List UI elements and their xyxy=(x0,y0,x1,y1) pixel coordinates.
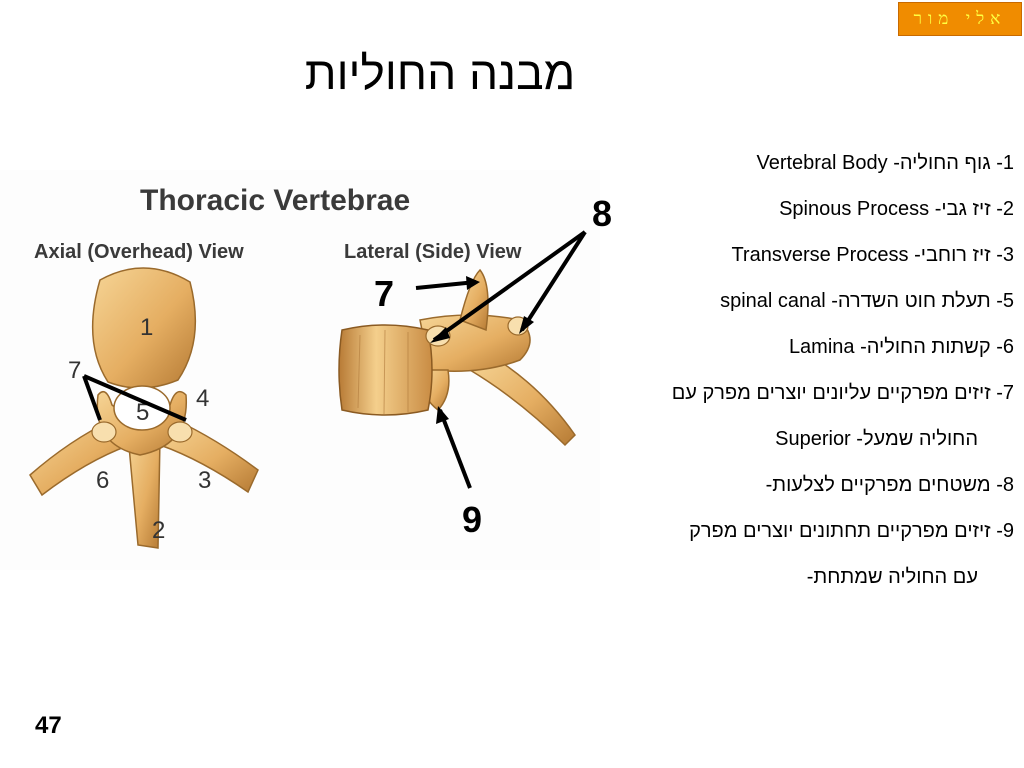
vertebral-body-lateral xyxy=(338,324,433,416)
legend-item-2: 2- זיז גבי- Spinous Process xyxy=(779,198,1014,220)
figure-heading: Thoracic Vertebrae xyxy=(140,184,410,217)
facet-right xyxy=(167,421,193,443)
vertebrae-illustration: Thoracic Vertebrae Axial (Overhead) View… xyxy=(0,170,600,570)
author-name: אלי מור xyxy=(913,9,1007,29)
arrow-7 xyxy=(415,280,477,290)
lateral-view-label: Lateral (Side) View xyxy=(344,241,522,263)
axial-vertebra: 1 2 3 4 5 6 7 xyxy=(29,267,259,549)
legend-item-7-continued: החוליה שמעל- Superior xyxy=(775,428,978,450)
legend-item-5: 5- תעלת חוט השדרה- spinal canal xyxy=(720,290,1014,312)
callout-8: 8 xyxy=(592,193,613,234)
legend-item-6: 6- קשתות החוליה- Lamina xyxy=(788,336,1014,358)
callout-9: 9 xyxy=(462,499,483,540)
arrow-7-right xyxy=(83,374,187,422)
arrow-8-left xyxy=(432,230,587,342)
arrow-8-right xyxy=(520,230,587,332)
axial-number-7: 7 xyxy=(68,357,81,384)
facet-left xyxy=(91,421,117,443)
legend-item-1: 1- גוף החוליה- Vertebral Body xyxy=(756,152,1014,174)
axial-number-4: 4 xyxy=(196,385,209,412)
axial-view-label: Axial (Overhead) View xyxy=(34,241,244,263)
lateral-spinous-process xyxy=(468,354,576,447)
legend-item-8: 8- משטחים מפרקיים לצלעות- xyxy=(765,474,1014,496)
legend-item-9: 9- זיזים מפרקיים תחתונים יוצרים מפרק xyxy=(689,520,1014,542)
page-number: 47 xyxy=(35,712,62,739)
slide-title: מבנה החוליות xyxy=(304,47,576,99)
callout-7: 7 xyxy=(374,273,395,314)
legend-list: 1- גוף החוליה- Vertebral Body 2- זיז גבי… xyxy=(594,145,1014,605)
author-badge: אלי מור xyxy=(898,2,1022,36)
arrow-7-left xyxy=(82,375,102,421)
legend-item-9-continued: עם החוליה שמתחת- xyxy=(806,566,978,588)
legend-item-7: 7- זיזים מפרקיים עליונים יוצרים מפרק עם xyxy=(671,382,1014,404)
axial-number-2: 2 xyxy=(152,517,165,544)
arrow-9 xyxy=(438,409,472,489)
vertebral-body-axial xyxy=(91,267,197,389)
legend-item-3: 3- זיז רוחבי- Transverse Process xyxy=(731,244,1014,266)
axial-number-5: 5 xyxy=(136,399,149,426)
axial-number-6: 6 xyxy=(96,467,109,494)
vertebrae-figure: Thoracic Vertebrae Axial (Overhead) View… xyxy=(0,170,600,570)
axial-number-1: 1 xyxy=(140,314,153,341)
axial-number-3: 3 xyxy=(198,467,211,494)
